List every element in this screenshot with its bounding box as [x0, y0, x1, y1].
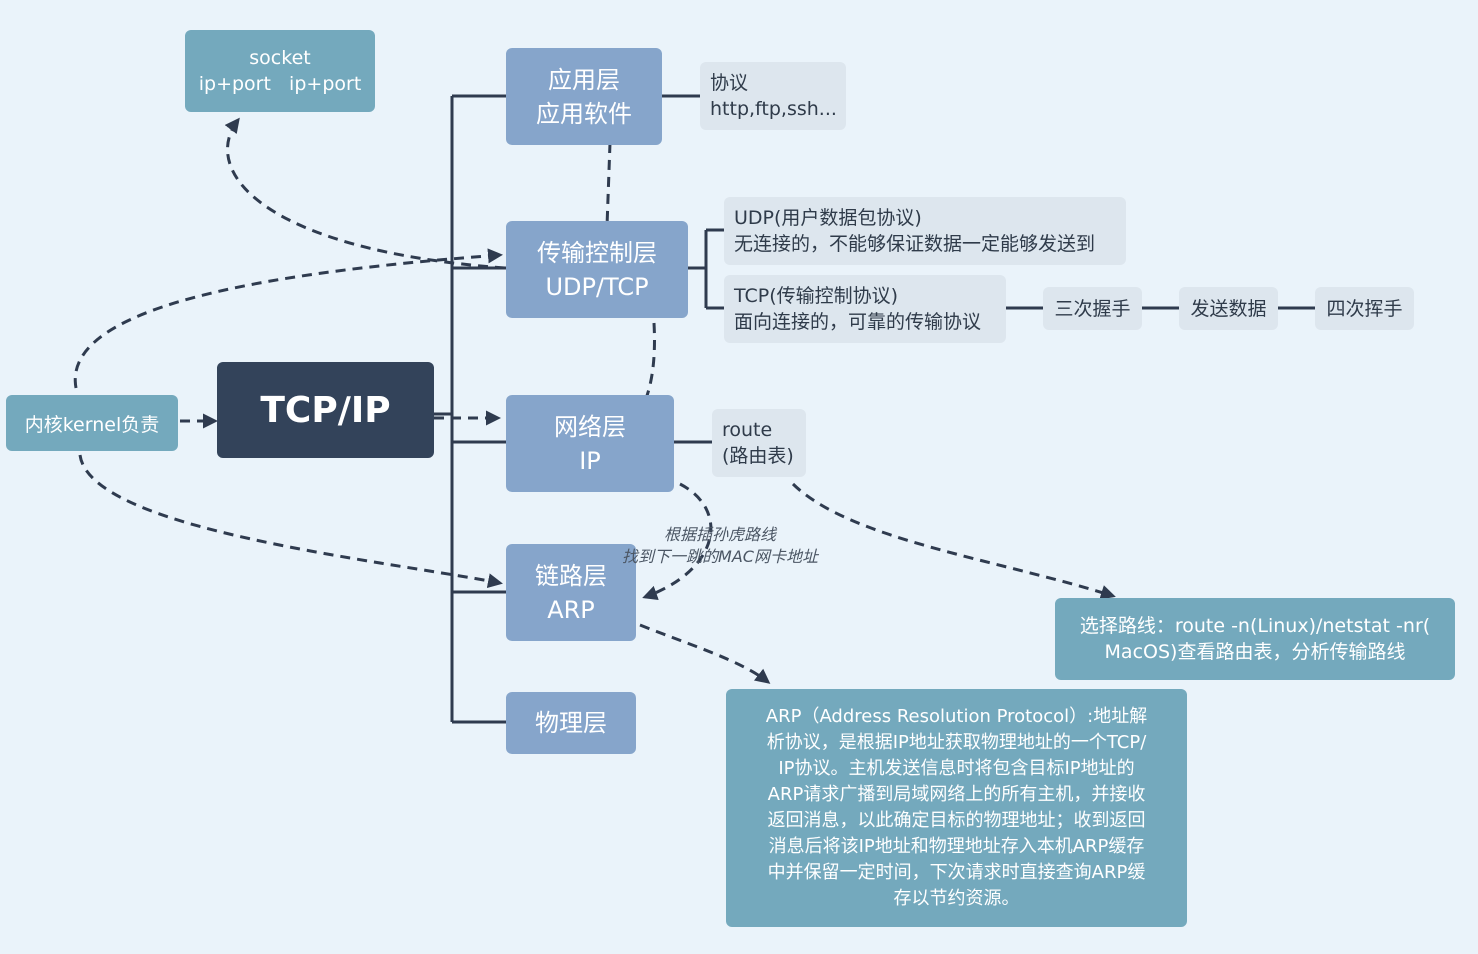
arp-detail-line-3: IP协议。主机发送信息时将包含目标IP地址的 [778, 758, 1135, 779]
transport-layer-title: 传输控制层 [537, 238, 657, 267]
arp-detail-line-7: 中并保留一定时间，下次请求时直接查询ARP缓 [767, 862, 1146, 883]
arp-detail-line-6: 消息后将该IP地址和物理地址存入本机ARP缓存 [768, 836, 1145, 857]
link-layer-node: 链路层 ARP [506, 544, 636, 641]
route-note-title: route [722, 419, 773, 441]
arp-detail-line-1: ARP（Address Resolution Protocol）:地址解 [765, 706, 1148, 727]
arp-detail-line-5: 返回消息，以此确定目标的物理地址；收到返回 [767, 810, 1146, 831]
transport-layer-node: 传输控制层 UDP/TCP [506, 221, 688, 318]
protocol-note: 协议 http,ftp,ssh... [700, 62, 846, 130]
dashed-network-link [642, 482, 713, 600]
udp-note-desc: 无连接的，不能够保证数据一定能够发送到 [734, 233, 1096, 255]
dashed-kernel-transport [73, 248, 503, 389]
network-layer-node: 网络层 IP [506, 395, 674, 492]
dashed-link-arp [639, 623, 771, 684]
link-layer-subtitle: ARP [547, 595, 595, 624]
dashed-kernel-link [78, 454, 503, 589]
handshake-label: 三次握手 [1054, 297, 1131, 320]
four-wave-label: 四次挥手 [1326, 297, 1403, 320]
tcp-note-desc: 面向连接的，可靠的传输协议 [734, 311, 982, 333]
send-data-note: 发送数据 [1179, 287, 1278, 330]
send-data-label: 发送数据 [1190, 297, 1267, 320]
route-detail-line2: MacOS)查看路由表，分析传输路线 [1104, 641, 1406, 663]
annotation-line1: 根据插孙虎路线 [663, 525, 776, 544]
application-layer-node: 应用层 应用软件 [506, 48, 662, 145]
dashed-route-detail [791, 482, 1116, 600]
arp-detail-line-4: ARP请求广播到局域网络上的所有主机，并接收 [767, 784, 1146, 805]
route-note-desc: (路由表) [722, 445, 794, 467]
link-layer-title: 链路层 [535, 561, 607, 590]
tcpip-title: TCP/IP [260, 389, 391, 431]
physical-layer-title: 物理层 [535, 709, 607, 737]
protocol-note-list: http,ftp,ssh... [710, 98, 837, 120]
annotation-line2: 找到下一跳的MAC网卡地址 [622, 547, 818, 566]
application-layer-subtitle: 应用软件 [536, 99, 632, 128]
kernel-box: 内核kernel负责 [6, 395, 178, 451]
transport-layer-subtitle: UDP/TCP [545, 272, 649, 301]
protocol-note-title: 协议 [710, 72, 749, 94]
network-layer-subtitle: IP [579, 446, 601, 475]
route-note: route (路由表) [712, 409, 806, 477]
tcpip-center-node: TCP/IP [217, 362, 434, 458]
socket-ports: ip+port ip+port [198, 73, 362, 95]
arp-detail-line-2: 析协议，是根据IP地址获取物理地址的一个TCP/ [766, 732, 1147, 753]
physical-layer-node: 物理层 [506, 692, 636, 754]
application-layer-title: 应用层 [548, 65, 620, 94]
socket-box: socket ip+port ip+port [185, 30, 375, 112]
arp-detail-box: ARP（Address Resolution Protocol）:地址解 析协议… [726, 689, 1187, 927]
tcp-note: TCP(传输控制协议) 面向连接的，可靠的传输协议 [724, 275, 1006, 343]
arp-detail-line-8: 存以节约资源。 [893, 888, 1020, 909]
route-detail-line1: 选择路线：route -n(Linux)/netstat -nr( [1079, 615, 1431, 637]
network-layer-title: 网络层 [554, 412, 626, 441]
tree-trunk [434, 96, 454, 722]
route-detail-box: 选择路线：route -n(Linux)/netstat -nr( MacOS)… [1055, 598, 1455, 680]
tcp-note-title: TCP(传输控制协议) [734, 285, 899, 307]
handshake-note: 三次握手 [1043, 287, 1142, 330]
udp-note: UDP(用户数据包协议) 无连接的，不能够保证数据一定能够发送到 [724, 197, 1126, 265]
kernel-label: 内核kernel负责 [24, 413, 160, 436]
dashed-transport-socket [224, 117, 506, 270]
socket-label: socket [249, 47, 311, 69]
udp-note-title: UDP(用户数据包协议) [734, 207, 922, 229]
four-wave-note: 四次挥手 [1315, 287, 1414, 330]
next-hop-annotation: 根据插孙虎路线 找到下一跳的MAC网卡地址 [600, 524, 840, 568]
connector-transport-notes [688, 228, 724, 310]
